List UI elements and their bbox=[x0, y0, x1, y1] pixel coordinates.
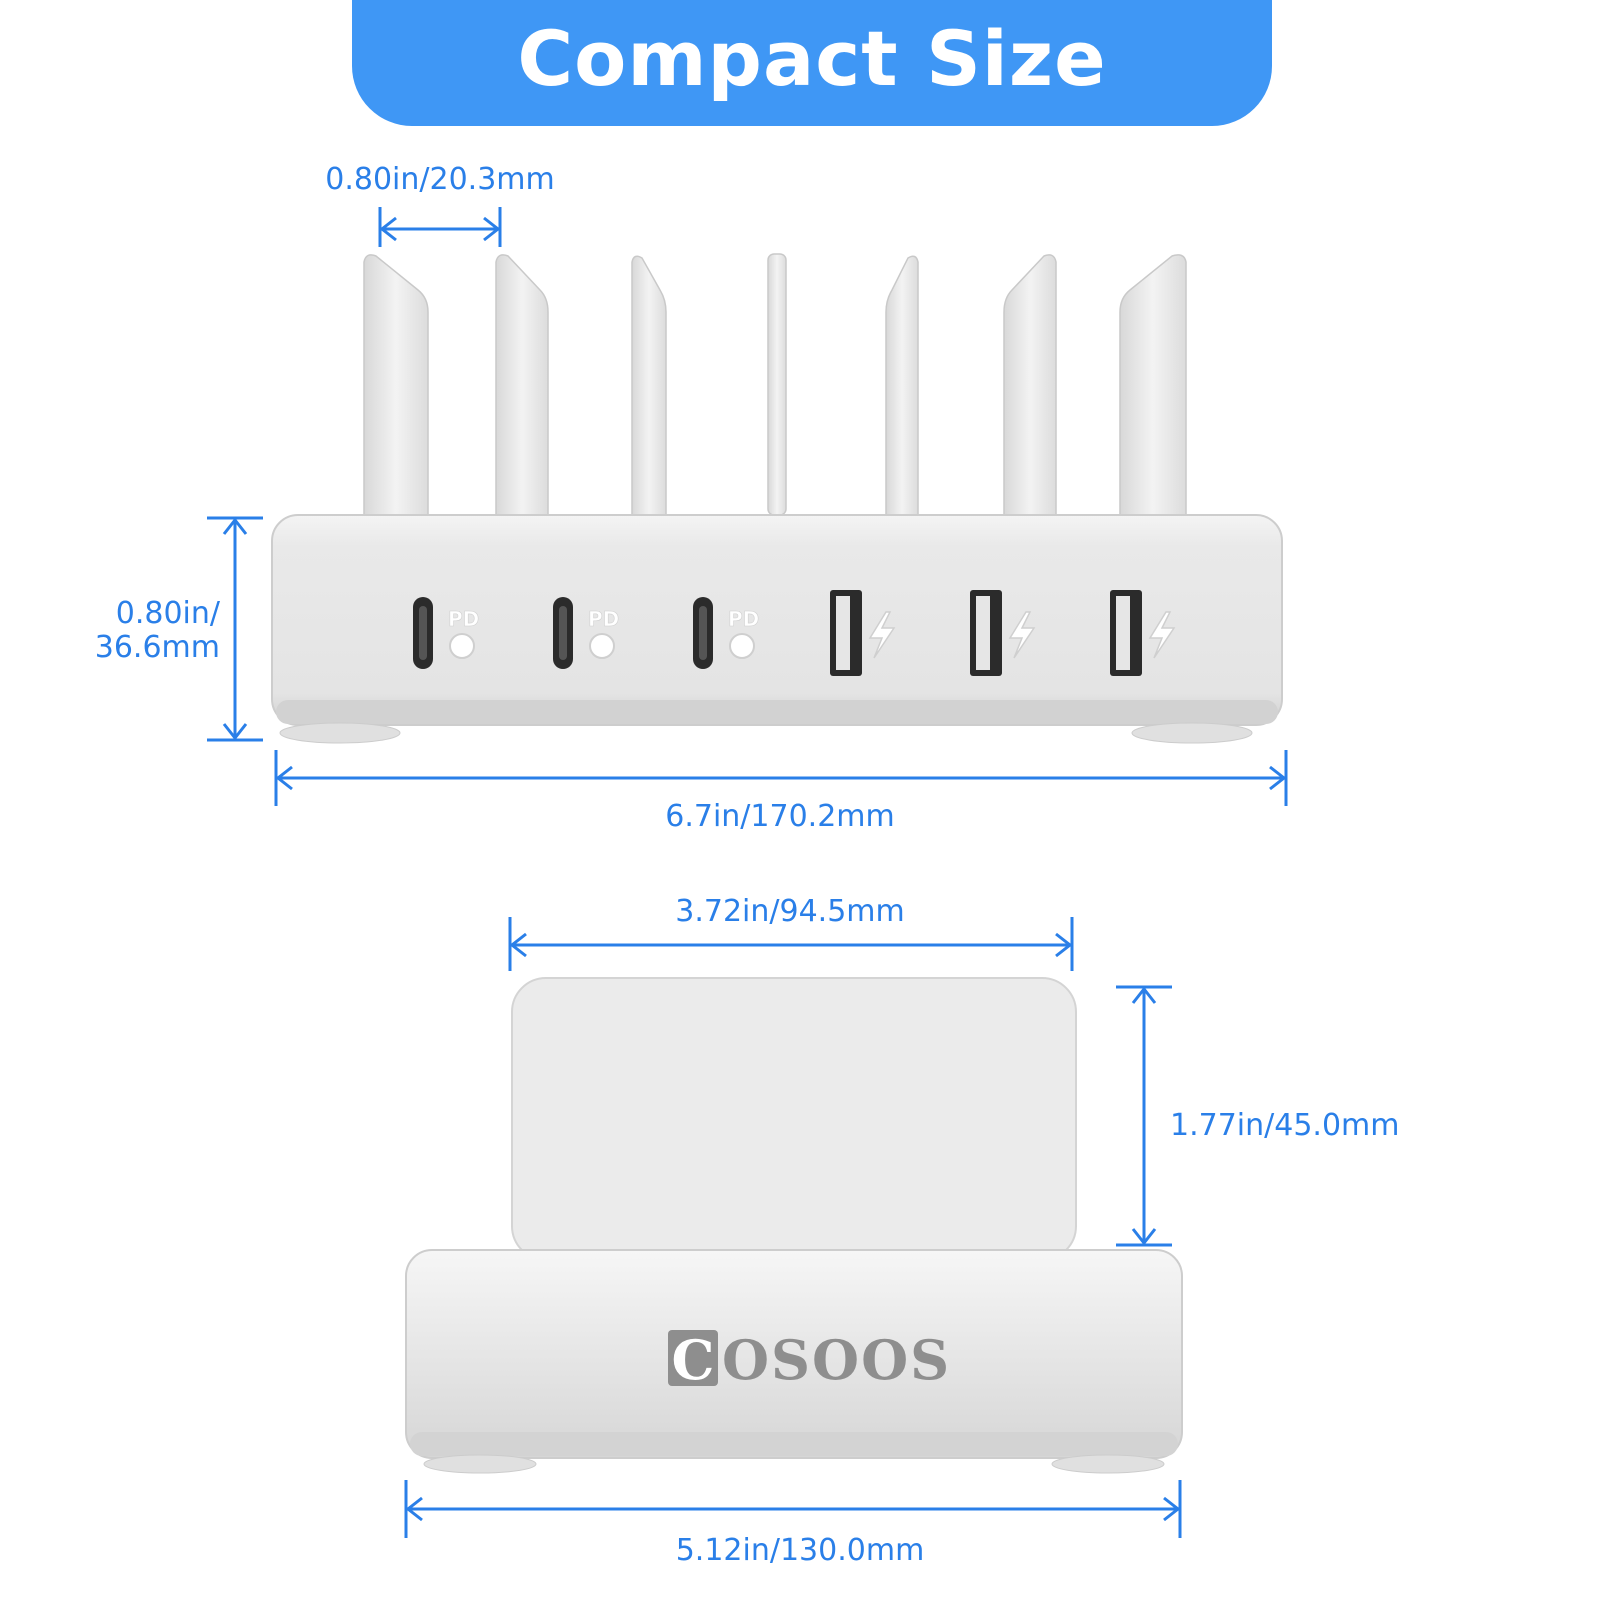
lightning-icon bbox=[1008, 611, 1036, 659]
quick-charge-icon bbox=[449, 633, 475, 659]
front-view: PD PD PD bbox=[271, 253, 1283, 744]
usb-c-port: PD bbox=[553, 597, 620, 669]
lightning-icon bbox=[1148, 611, 1176, 659]
divider-plate bbox=[1003, 254, 1057, 516]
svg-text:OSOOS: OSOOS bbox=[722, 1328, 951, 1392]
quick-charge-icon bbox=[589, 633, 615, 659]
dimension-label-divider-height: 1.77in/45.0mm bbox=[1170, 1108, 1400, 1143]
side-view: C OSOOS bbox=[405, 977, 1183, 1474]
title-banner: Compact Size bbox=[352, 0, 1272, 126]
divider-plate bbox=[363, 254, 429, 516]
dimension-label-divider-width: 3.72in/94.5mm bbox=[675, 894, 905, 929]
usb-c-port: PD bbox=[693, 597, 760, 669]
usb-a-port bbox=[830, 590, 896, 676]
divider-plate bbox=[631, 255, 667, 516]
dimension-line-slot-gap bbox=[378, 207, 502, 247]
divider-plate bbox=[1119, 254, 1187, 516]
dimension-label-base-height-line1: 0.80in/ bbox=[115, 596, 220, 631]
dimension-label-base-height-line2: 36.6mm bbox=[94, 630, 220, 665]
side-base bbox=[405, 1249, 1183, 1459]
banner-title: Compact Size bbox=[517, 14, 1107, 103]
dimension-line-front-width bbox=[274, 750, 1288, 806]
usb-a-port bbox=[970, 590, 1036, 676]
svg-text:PD: PD bbox=[448, 607, 479, 631]
dimension-line-side-width bbox=[404, 1480, 1182, 1538]
dimension-line-divider-width bbox=[508, 917, 1074, 971]
front-base bbox=[271, 514, 1283, 726]
divider-plate bbox=[495, 254, 549, 516]
lightning-icon bbox=[868, 611, 896, 659]
svg-text:PD: PD bbox=[588, 607, 619, 631]
dimension-line-base-height bbox=[207, 516, 263, 742]
dimension-label-front-width: 6.7in/170.2mm bbox=[665, 799, 895, 834]
side-divider-plate bbox=[511, 977, 1077, 1261]
dimension-label-side-width: 5.12in/130.0mm bbox=[675, 1533, 925, 1568]
quick-charge-icon bbox=[729, 633, 755, 659]
brand-logo: C OSOOS bbox=[668, 1328, 951, 1392]
rubber-foot bbox=[1131, 722, 1253, 744]
rubber-foot bbox=[1051, 1454, 1165, 1474]
divider-plate bbox=[767, 253, 787, 516]
usb-c-port: PD bbox=[413, 597, 480, 669]
svg-text:C: C bbox=[672, 1328, 715, 1392]
usb-a-port bbox=[1110, 590, 1176, 676]
rubber-foot bbox=[279, 722, 401, 744]
dimension-label-slot-gap: 0.80in/20.3mm bbox=[325, 162, 555, 197]
rubber-foot bbox=[423, 1454, 537, 1474]
divider-plate bbox=[885, 255, 919, 516]
svg-text:PD: PD bbox=[728, 607, 759, 631]
dimension-line-divider-height bbox=[1116, 985, 1172, 1247]
